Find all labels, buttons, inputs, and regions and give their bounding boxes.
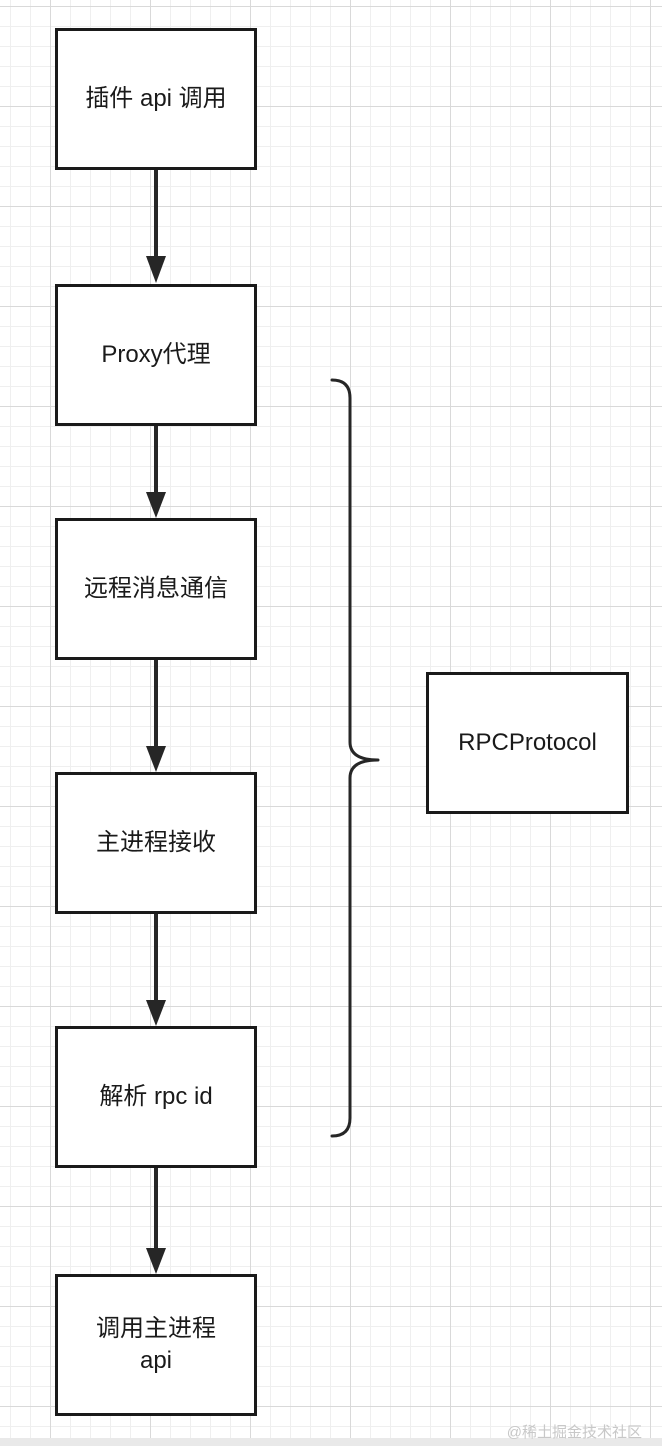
step-proxy: Proxy代理 [55, 284, 257, 426]
arrow-3-head [146, 746, 166, 772]
arrow-5-head [146, 1248, 166, 1274]
step-label: 插件 api 调用 [85, 85, 227, 112]
step-parse-rpc-id: 解析 rpc id [55, 1026, 257, 1168]
bottom-strip [0, 1438, 662, 1446]
step-label: 解析 rpc id [99, 1083, 213, 1110]
watermark: @稀土掘金技术社区 [506, 1424, 642, 1441]
step-remote-messaging: 远程消息通信 [55, 518, 257, 660]
rpc-protocol-box: RPCProtocol [426, 672, 629, 814]
step-call-main-process-api: 调用主进程 api [55, 1274, 257, 1416]
grouping-brace [330, 378, 380, 1138]
arrow-2-head [146, 492, 166, 518]
step-label: 主进程接收 [96, 829, 216, 856]
step-plugin-api-call: 插件 api 调用 [55, 28, 257, 170]
arrow-4-head [146, 1000, 166, 1026]
step-main-process-receive: 主进程接收 [55, 772, 257, 914]
arrow-1-head [146, 256, 166, 283]
step-label: 调用主进程 api [96, 1315, 216, 1374]
group-label: RPCProtocol [458, 729, 597, 756]
step-label: Proxy代理 [101, 341, 211, 368]
step-label: 远程消息通信 [84, 575, 228, 602]
